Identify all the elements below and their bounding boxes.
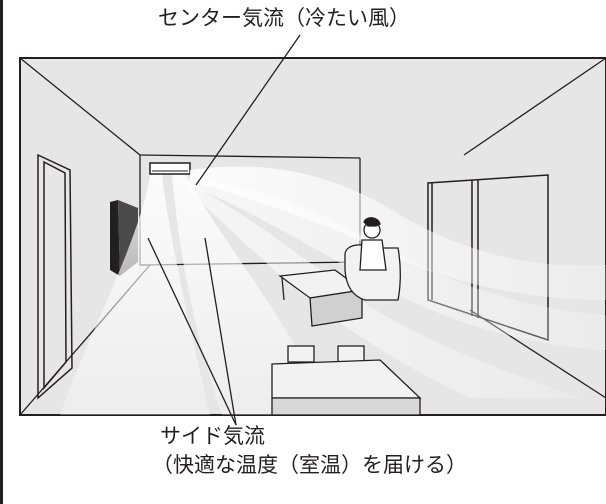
armchair-with-person xyxy=(344,217,401,301)
side-airflow-detail-label: （快適な温度（室温）を届ける） xyxy=(152,453,467,477)
air-conditioner-unit xyxy=(149,162,191,175)
label-leader-lines xyxy=(147,34,301,426)
dining-set xyxy=(271,345,422,416)
coffee-table xyxy=(278,269,364,327)
center-airflow-label: センター気流（冷たい風） xyxy=(158,6,410,30)
left-frame-edge xyxy=(0,0,3,504)
side-airflow-label: サイド気流 xyxy=(160,424,265,448)
left-door xyxy=(37,153,73,400)
